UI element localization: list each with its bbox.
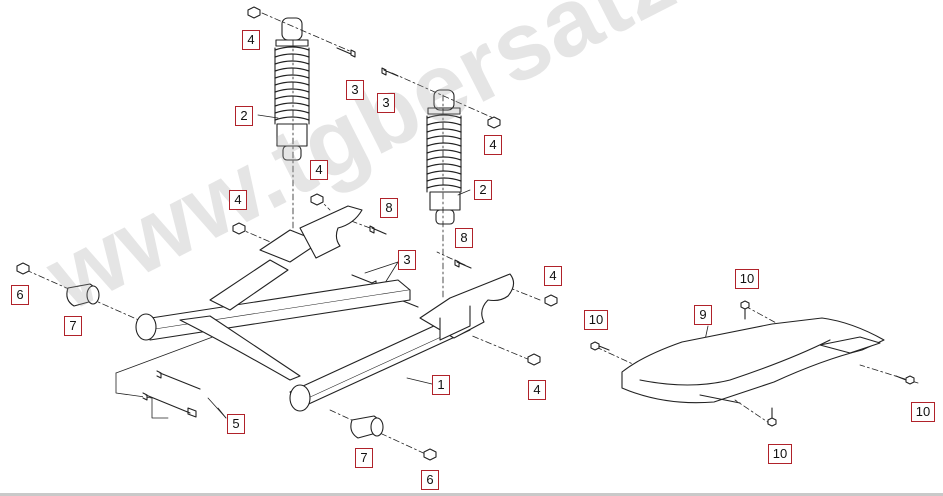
swing-arm xyxy=(135,205,515,412)
callout-8: 8 xyxy=(455,228,473,248)
bottom-border xyxy=(0,493,943,496)
left-shock-absorber xyxy=(274,17,310,161)
right-shock-absorber xyxy=(426,89,462,225)
callout-3: 3 xyxy=(346,80,364,100)
callout-6: 6 xyxy=(11,285,29,305)
callout-2: 2 xyxy=(235,106,253,126)
callout-10: 10 xyxy=(768,444,792,464)
skid-plate xyxy=(621,317,885,404)
callout-4: 4 xyxy=(528,380,546,400)
bushings xyxy=(66,283,384,439)
callout-4: 4 xyxy=(229,190,247,210)
hardware xyxy=(16,6,915,461)
callout-7: 7 xyxy=(355,448,373,468)
callout-2: 2 xyxy=(474,180,492,200)
callout-8: 8 xyxy=(380,198,398,218)
callout-4: 4 xyxy=(310,160,328,180)
callout-9: 9 xyxy=(694,305,712,325)
callout-10: 10 xyxy=(735,269,759,289)
callout-10: 10 xyxy=(584,310,608,330)
callout-10: 10 xyxy=(911,402,935,422)
callout-3: 3 xyxy=(377,93,395,113)
callout-4: 4 xyxy=(544,266,562,286)
callout-5: 5 xyxy=(227,414,245,434)
callout-1: 1 xyxy=(432,375,450,395)
callout-4: 4 xyxy=(242,30,260,50)
callout-4: 4 xyxy=(484,135,502,155)
callout-7: 7 xyxy=(64,316,82,336)
callout-3: 3 xyxy=(398,250,416,270)
callout-6: 6 xyxy=(421,470,439,490)
